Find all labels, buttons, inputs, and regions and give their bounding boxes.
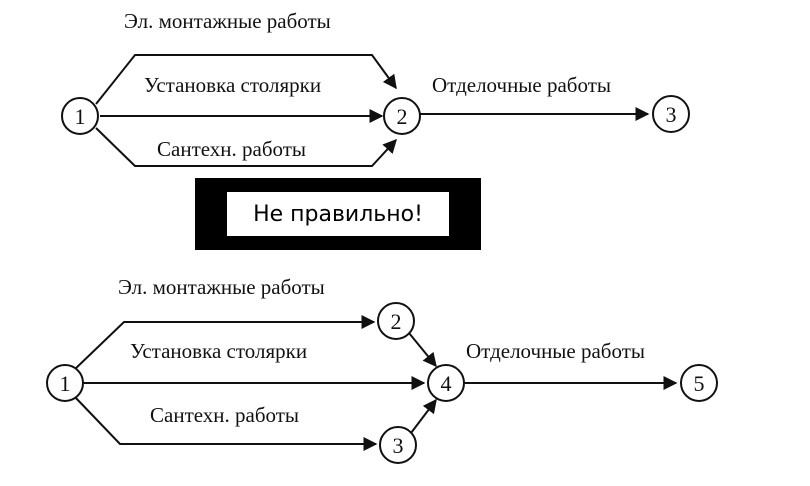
verdict-banner: Не правильно! [195,178,481,250]
bottom-node-3: 3 [379,426,417,464]
top-diagram: 1 2 3 Эл. монтажные работы Установка сто… [61,9,690,167]
top-label-el-montazh: Эл. монтажные работы [124,9,331,33]
verdict-text: Не правильно! [227,192,449,236]
bottom-node-4-label: 4 [441,371,452,396]
top-node-2-label: 2 [397,104,408,129]
top-node-1: 1 [61,97,99,135]
top-label-santeh: Сантехн. работы [157,137,306,161]
bottom-edge-dummy-3-4 [410,398,437,434]
bottom-node-5-label: 5 [694,371,705,396]
bottom-node-3-label: 3 [393,433,404,458]
bottom-node-4: 4 [427,364,465,402]
top-edge-santeh [95,127,397,167]
bottom-edge-dummy-2-4 [408,332,437,368]
bottom-diagram: 1 2 3 4 5 Эл. монтажные работы Установка… [46,275,718,464]
top-node-1-label: 1 [75,104,86,129]
top-label-ustanovka: Установка столярки [144,73,321,97]
bottom-edge-el-montazh [73,315,376,371]
bottom-node-2-label: 2 [391,309,402,334]
top-node-3-label: 3 [666,102,677,127]
top-edge-el-montazh [95,54,397,105]
bottom-label-el-montazh: Эл. монтажные работы [118,275,325,299]
top-label-otdelochnye: Отделочные работы [432,73,611,97]
bottom-edge-santeh [73,395,378,451]
bottom-node-5: 5 [680,364,718,402]
top-node-3: 3 [652,95,690,133]
bottom-label-ustanovka: Установка столярки [130,339,307,363]
top-node-2: 2 [383,97,421,135]
bottom-label-otdelochnye: Отделочные работы [466,339,645,363]
bottom-node-1-label: 1 [60,371,71,396]
bottom-label-santeh: Сантехн. работы [150,403,299,427]
bottom-node-2: 2 [377,302,415,340]
bottom-node-1: 1 [46,364,84,402]
